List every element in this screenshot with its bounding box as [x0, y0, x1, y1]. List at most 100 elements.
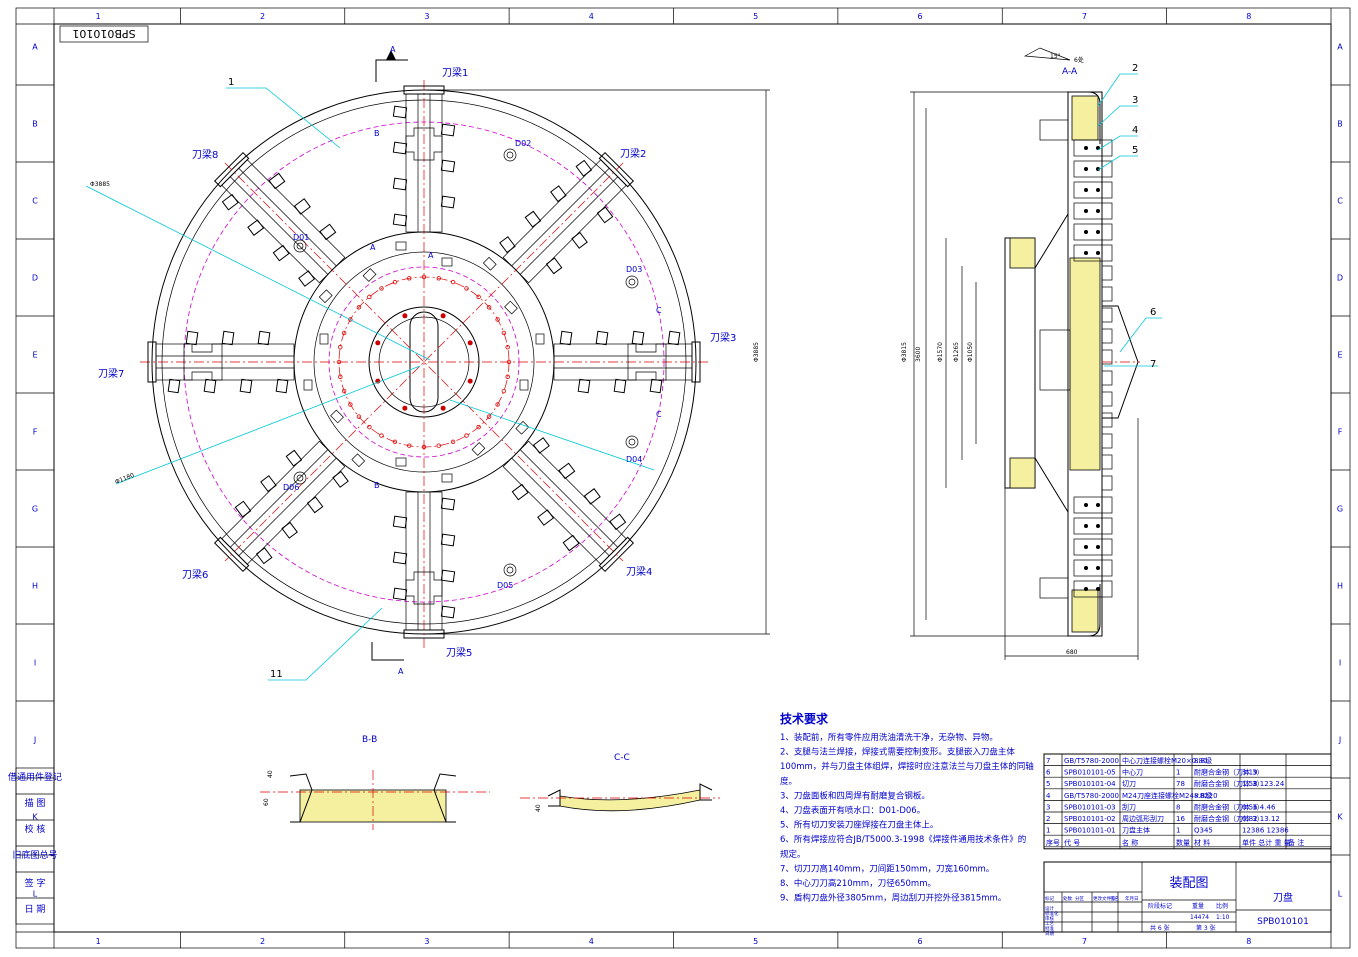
nozzles: [293, 148, 639, 577]
side-cutter: [1073, 559, 1113, 577]
bolt-hole: [476, 424, 481, 430]
hub-section: [1069, 257, 1101, 471]
cutter-block: [532, 437, 550, 454]
cutter-block: [667, 330, 681, 346]
balloon-3: 3: [1132, 95, 1138, 106]
bom-cell: 中心刀连接螺栓M20×0.80: [1122, 756, 1207, 765]
stamp-2: 校 核: [25, 823, 46, 835]
flange-hole: [375, 378, 381, 384]
side-cutter: [1073, 202, 1113, 220]
svg-text:A: A: [398, 667, 404, 676]
cutter-block: [558, 462, 576, 480]
side-cutter: [1073, 223, 1113, 241]
bom-cell: Q345: [1194, 827, 1213, 835]
row-label: B: [32, 120, 38, 129]
flange-hole: [375, 340, 381, 346]
bom-cell: 1: [1046, 827, 1050, 835]
row-label: L: [33, 890, 38, 899]
svg-text:第 3 张: 第 3 张: [1196, 924, 1216, 932]
col-label: 7: [1082, 12, 1087, 21]
col-label: 8: [1246, 937, 1251, 946]
tb-cell: 标记: [1045, 895, 1054, 902]
cutter-block: [571, 231, 588, 249]
tb-cell: 工艺: [1045, 921, 1054, 927]
svg-text:1:10: 1:10: [1216, 914, 1230, 921]
cutter-beams: [147, 85, 701, 639]
cutter-block: [562, 534, 580, 552]
beam-label-6: 刀梁6: [182, 568, 208, 581]
cutter-block: [511, 483, 529, 501]
side-cutter: [1073, 580, 1113, 598]
tb-cell: 签名: [1110, 895, 1119, 902]
tech-item: 9、盾构刀盘外径3805mm，周边刮刀开挖外径3815mm。: [780, 893, 1006, 904]
row-label: I: [1339, 659, 1341, 668]
bolt-hole: [392, 439, 398, 445]
side-label: A-A: [1062, 67, 1078, 77]
bolt-hole: [356, 305, 362, 310]
side-cutter: [1073, 181, 1113, 199]
svg-text:60: 60: [263, 798, 270, 806]
svg-text:Φ1570: Φ1570: [937, 342, 944, 362]
bolt-hole: [495, 317, 500, 322]
beam: [482, 151, 635, 315]
row-label: H: [32, 582, 38, 591]
bolt-hole: [421, 444, 427, 450]
row-label: B: [1337, 120, 1343, 129]
row-label: K: [1337, 813, 1343, 822]
drawing-number: SPB010101: [1257, 917, 1309, 927]
bolt-hole: [379, 433, 384, 438]
bolt-hole: [505, 374, 510, 379]
bom-cell: 0.82 13.12: [1242, 815, 1280, 823]
bolt-hole: [476, 294, 481, 300]
beam-label-2: 刀梁2: [620, 147, 646, 160]
row-label: A: [1337, 43, 1343, 52]
side-cutter: [1101, 307, 1113, 323]
title-block: 装配图 刀盘 SPB010101 阶段标记 重量 比例 14474 1:10 共…: [1043, 861, 1332, 937]
nozzle-d05: D05: [497, 581, 513, 590]
flange-hole: [467, 378, 473, 384]
bom-header: 备 注: [1288, 838, 1304, 847]
cutter-block: [392, 213, 408, 227]
bolt-hole: [367, 424, 372, 430]
cutter-block: [260, 475, 277, 493]
nozzle-d06: D06: [283, 483, 299, 492]
dim-front-c: Φ3885: [753, 342, 760, 362]
col-label: 8: [1246, 12, 1251, 21]
cutter-block: [306, 496, 324, 514]
cutter-block: [392, 551, 408, 565]
svg-text:40: 40: [535, 804, 542, 812]
bolt-hole: [464, 433, 469, 438]
cutter-block: [332, 470, 349, 488]
stamp-0: 借通用件登记: [8, 771, 62, 783]
side-cutter: [1073, 139, 1113, 157]
bolt-hole: [341, 388, 347, 394]
mount-pads: [183, 127, 667, 605]
bom-cell: 78: [1176, 780, 1185, 788]
svg-text:B: B: [374, 129, 380, 138]
tech-item: 8、中心刀刀高210mm，刀径650mm。: [780, 878, 936, 889]
balloon-4: 4: [1132, 125, 1138, 136]
row-label: A: [32, 43, 38, 52]
beam: [147, 330, 329, 394]
bolt-hole: [450, 279, 456, 285]
bom-cell: 6: [1046, 769, 1051, 777]
cutter-block: [577, 378, 591, 394]
cutter-block: [257, 330, 271, 346]
balloon-7: 7: [1150, 359, 1156, 370]
flange-hole: [402, 313, 408, 319]
col-label: 5: [753, 12, 758, 21]
bolt-hole: [348, 317, 353, 322]
side-cutters: [1073, 139, 1113, 598]
bom-cell: 8.8级: [1194, 791, 1212, 800]
row-label: D: [32, 274, 38, 283]
tb-cell: 标准化: [1045, 910, 1059, 917]
svg-text:A: A: [390, 45, 396, 54]
bolt-hole: [348, 402, 353, 407]
bom-cell: 耐磨合金钢（刀体 3）: [1194, 779, 1264, 788]
bom-header: 名 称: [1122, 838, 1138, 847]
side-cutter: [1101, 454, 1113, 470]
cutter-block: [285, 449, 303, 467]
bolt-hole: [505, 345, 510, 350]
balloon-6: 6: [1150, 307, 1156, 318]
